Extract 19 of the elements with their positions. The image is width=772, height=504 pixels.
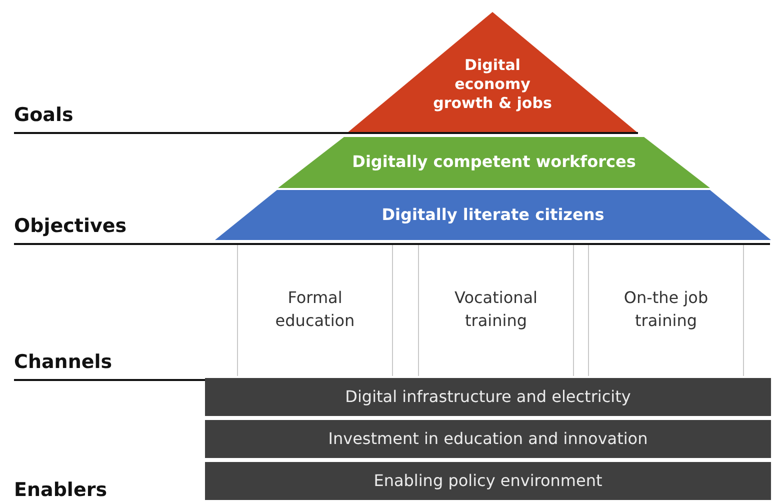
tier-label: Enablers — [14, 479, 108, 501]
channel-label: Formal education — [274, 287, 356, 332]
channel-label: On-the job training — [622, 287, 710, 332]
objective-band — [278, 137, 710, 188]
tier-label: Channels — [14, 351, 112, 373]
node-label: Enabling policy environment — [374, 470, 602, 492]
enabler-bar — [205, 462, 771, 500]
tier-label: Objectives — [14, 215, 127, 237]
node-label: Investment in education and innovation — [328, 428, 648, 450]
enabler-bar — [205, 420, 771, 458]
objective-band — [215, 190, 771, 240]
enabler-bar — [205, 378, 771, 416]
node-label: Digitally literate citizens — [382, 204, 604, 226]
channel-label: Vocational training — [454, 287, 538, 332]
node-label: Digitally competent workforces — [352, 151, 636, 174]
tier-label: Goals — [14, 104, 74, 126]
goal-triangle — [347, 12, 638, 133]
node-label: Digital economy growth & jobs — [432, 56, 553, 112]
node-label: Digital infrastructure and electricity — [345, 386, 631, 408]
